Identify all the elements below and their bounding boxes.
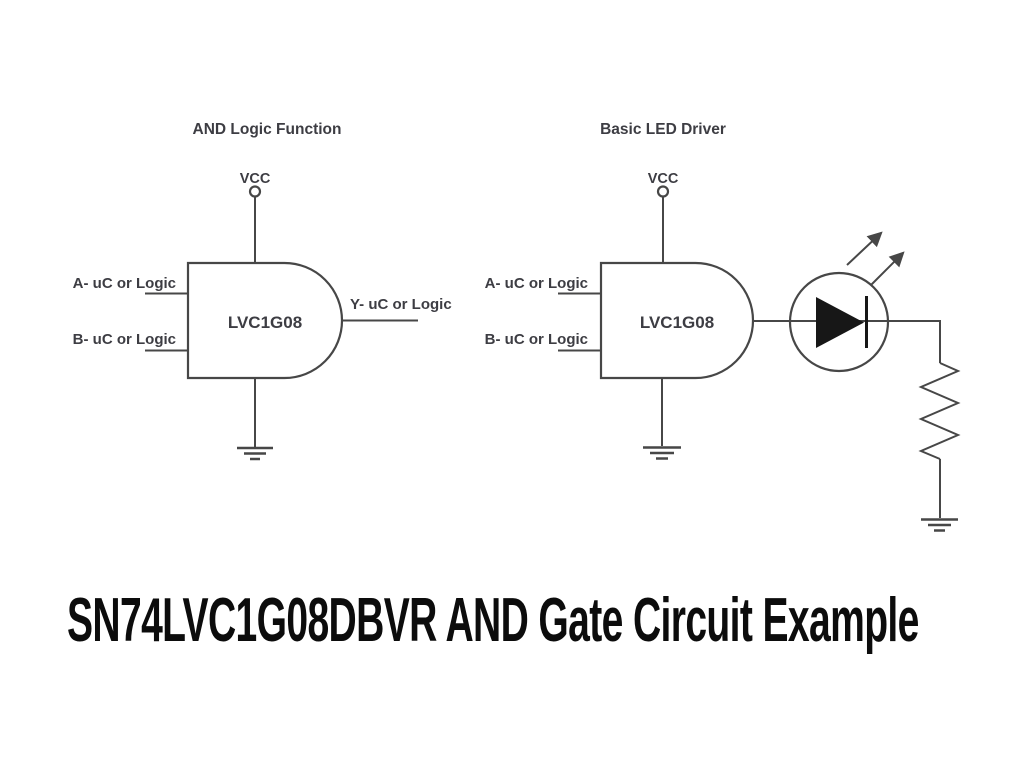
output-y-label: Y- uC or Logic	[350, 296, 452, 313]
input-b-label: B- uC or Logic	[73, 331, 176, 348]
right-circuit-title: Basic LED Driver	[600, 121, 726, 138]
resistor-icon	[918, 362, 961, 460]
input-a-label: A- uC or Logic	[485, 275, 588, 292]
ground-icon	[237, 446, 273, 461]
vcc-label: VCC	[240, 171, 271, 187]
led-diode-triangle-icon	[816, 297, 864, 348]
vcc-terminal-icon	[248, 185, 262, 198]
gate-label: LVC1G08	[640, 313, 714, 332]
output-wire	[753, 320, 941, 363]
caption-title: SN74LVC1G08DBVR AND Gate Circuit Example	[67, 586, 919, 655]
ground-icon	[643, 446, 681, 460]
and-gate-icon	[186, 261, 344, 380]
vcc-terminal-icon	[656, 185, 670, 198]
left-circuit: AND Logic Function VCC LVC1G08 A- uC or …	[73, 121, 452, 461]
input-b-label: B- uC or Logic	[485, 331, 588, 348]
right-circuit: Basic LED Driver VCC LVC1G08 A- uC or Lo…	[485, 121, 961, 532]
ground-icon	[921, 518, 958, 532]
light-emission-arrows-icon	[846, 231, 905, 288]
input-a-label: A- uC or Logic	[73, 275, 176, 292]
gate-label: LVC1G08	[228, 313, 302, 332]
vcc-label: VCC	[648, 171, 679, 187]
left-circuit-title: AND Logic Function	[193, 121, 342, 138]
and-gate-icon	[599, 261, 755, 380]
